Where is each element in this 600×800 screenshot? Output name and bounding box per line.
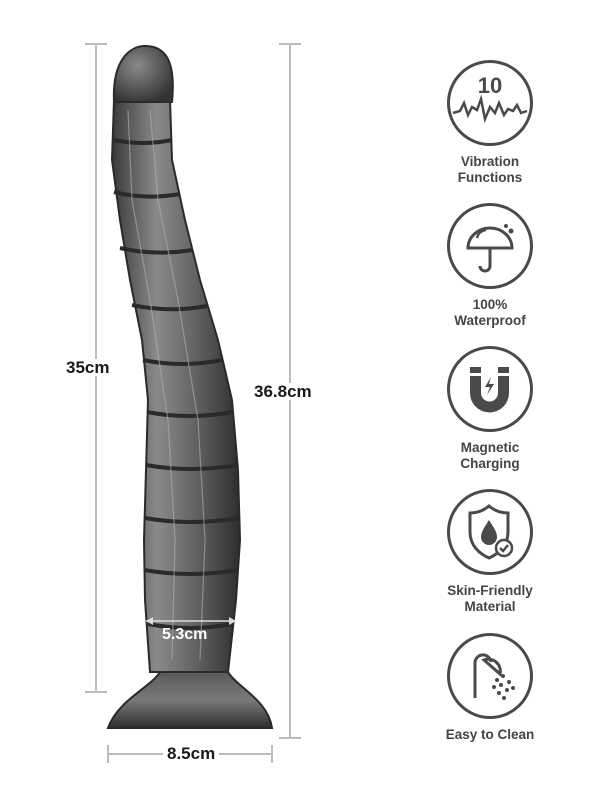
vibration-icon: 10	[447, 60, 533, 146]
dim-cap-bottom-right	[279, 737, 301, 739]
vibration-count-badge: 10	[477, 73, 503, 98]
umbrella-icon	[447, 203, 533, 289]
magnet-icon	[447, 346, 533, 432]
feature-vibration: 10 Vibration Functions	[425, 60, 555, 186]
feature-label: Vibration Functions	[457, 154, 523, 185]
feature-magnetic-charging: Magnetic Charging	[425, 346, 555, 472]
dim-cap-top-left	[85, 43, 107, 45]
feature-label: 100% Waterproof	[454, 297, 526, 328]
dim-cap-top-right	[279, 43, 301, 45]
shower-icon	[447, 633, 533, 719]
dim-label-base-width: 8.5cm	[163, 745, 220, 762]
feature-skin-friendly: Skin-Friendly Material	[425, 489, 555, 615]
dim-label-total: 36.8cm	[254, 382, 312, 401]
feature-label: Skin-Friendly Material	[447, 583, 533, 614]
feature-label: Magnetic Charging	[460, 440, 520, 471]
dim-label-insertable: 35cm	[66, 358, 110, 377]
shield-drop-icon	[447, 489, 533, 575]
dim-cap-bottom-left	[85, 691, 107, 693]
dim-label-shaft-width: 5.3cm	[162, 626, 208, 643]
feature-label: Easy to Clean	[445, 727, 535, 742]
feature-easy-to-clean: Easy to Clean	[425, 633, 555, 743]
feature-waterproof: 100% Waterproof	[425, 203, 555, 329]
